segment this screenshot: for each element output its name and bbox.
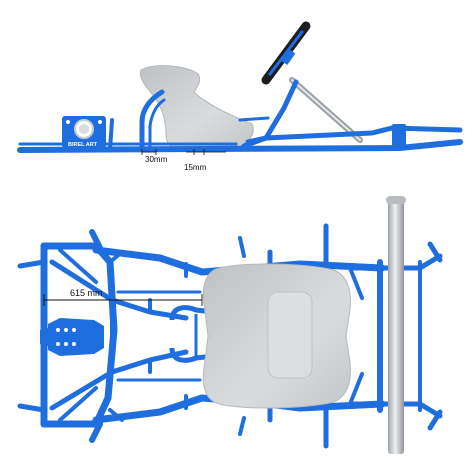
brand-plate-text: BIREL ART (68, 142, 98, 148)
bearing-plate: BIREL ART (62, 116, 106, 148)
dimension-seat-offset: 15mm (184, 163, 207, 172)
dimension-seat-gap: 30mm (145, 155, 168, 164)
steering-wheel (261, 21, 311, 85)
dimension-width-label: 615 mm (70, 288, 103, 298)
seat-top (202, 263, 351, 409)
side-frame (17, 79, 463, 153)
front-clamp (392, 124, 406, 146)
side-dimension-markers (141, 149, 226, 155)
top-view: 615 mm (17, 196, 443, 454)
engine-mount (40, 318, 104, 356)
width-dimension (43, 294, 203, 306)
side-view: BIREL ART 30mm 15mm (17, 21, 463, 172)
steering-column-top (386, 196, 406, 454)
